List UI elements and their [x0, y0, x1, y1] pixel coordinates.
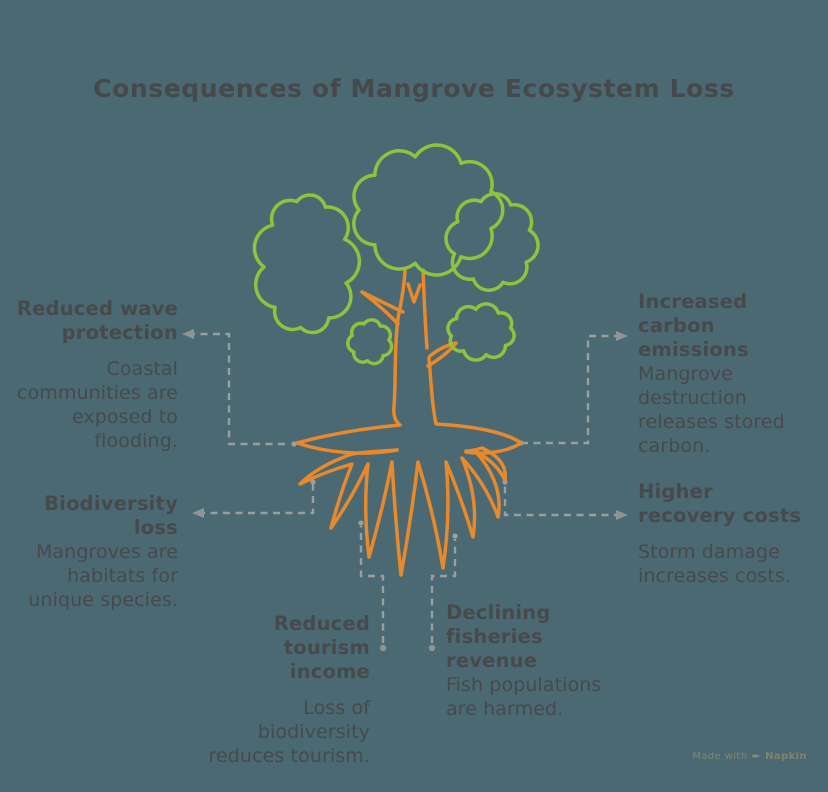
- arrow-right-icon: [616, 510, 628, 520]
- callout-increased-carbon-emissions: Increased carbon emissions Mangrove dest…: [638, 290, 803, 458]
- root-spikes: [298, 446, 508, 577]
- branch-left: [360, 290, 405, 326]
- branch-notch: [406, 282, 422, 304]
- watermark-prefix: Made with: [692, 751, 748, 762]
- connector-anchor-dots: [291, 440, 524, 539]
- arrow-dot-icon: [379, 644, 387, 652]
- trunk-and-roots: [295, 268, 523, 577]
- canopy-cloud-right: [444, 192, 540, 292]
- callout-body: Loss of biodiversity reduces tourism.: [208, 697, 370, 767]
- connector-wave-protection: [188, 332, 290, 446]
- arrow-dot-icon: [428, 644, 436, 652]
- connector-recovery: [503, 484, 621, 517]
- watermark-brand: Napkin: [765, 751, 807, 762]
- connector-tourism: [359, 526, 385, 643]
- callout-body: Coastal communities are exposed to flood…: [16, 358, 178, 452]
- arrow-left-icon: [192, 508, 204, 518]
- pen-nib-icon: ✒: [751, 749, 762, 763]
- callout-declining-fisheries-revenue: Declining fisheries revenue Fish populat…: [446, 601, 621, 721]
- canopy-cloud-left: [252, 193, 362, 335]
- trunk-right-edge-upper: [421, 268, 429, 350]
- callout-body: Storm damage increases costs.: [638, 541, 791, 587]
- connector-biodiversity: [198, 484, 315, 515]
- callout-body: Mangroves are habitats for unique specie…: [28, 541, 178, 611]
- made-with-napkin-watermark: Made with ✒ Napkin: [692, 749, 807, 763]
- canopy-cloud-central: [352, 143, 505, 277]
- callout-heading: Reduced wave protection: [16, 297, 178, 344]
- canopy-cloud-left-small: [346, 318, 394, 366]
- callout-heading: Reduced tourism income: [273, 612, 370, 683]
- arrow-right-icon: [616, 331, 628, 341]
- canopy-clouds: [252, 143, 540, 366]
- callout-reduced-tourism-income: Reduced tourism income Loss of biodivers…: [206, 612, 370, 768]
- callout-body: Fish populations are harmed.: [446, 674, 602, 720]
- connector-carbon: [523, 334, 621, 445]
- canopy-cloud-right-mid: [446, 302, 516, 362]
- branch-right: [426, 341, 458, 368]
- callout-heading: Biodiversity loss: [44, 492, 178, 539]
- connector-fisheries: [430, 539, 457, 643]
- callout-heading: Declining fisheries revenue: [446, 601, 551, 672]
- connector-arrowheads: [182, 329, 628, 652]
- trunk-right-edge-lower: [427, 356, 523, 455]
- arrow-left-icon: [182, 329, 194, 339]
- callout-heading: Higher recovery costs: [638, 480, 802, 527]
- callout-higher-recovery-costs: Higher recovery costs Storm damage incre…: [638, 480, 813, 588]
- callout-heading: Increased carbon emissions: [638, 290, 749, 361]
- page-title: Consequences of Mangrove Ecosystem Loss: [93, 74, 735, 103]
- callout-biodiversity-loss: Biodiversity loss Mangroves are habitats…: [8, 492, 178, 612]
- callout-body: Mangrove destruction releases stored car…: [638, 363, 785, 457]
- callout-reduced-wave-protection: Reduced wave protection Coastal communit…: [8, 297, 178, 453]
- connector-lines: [188, 332, 621, 643]
- trunk-left-edge: [295, 269, 407, 455]
